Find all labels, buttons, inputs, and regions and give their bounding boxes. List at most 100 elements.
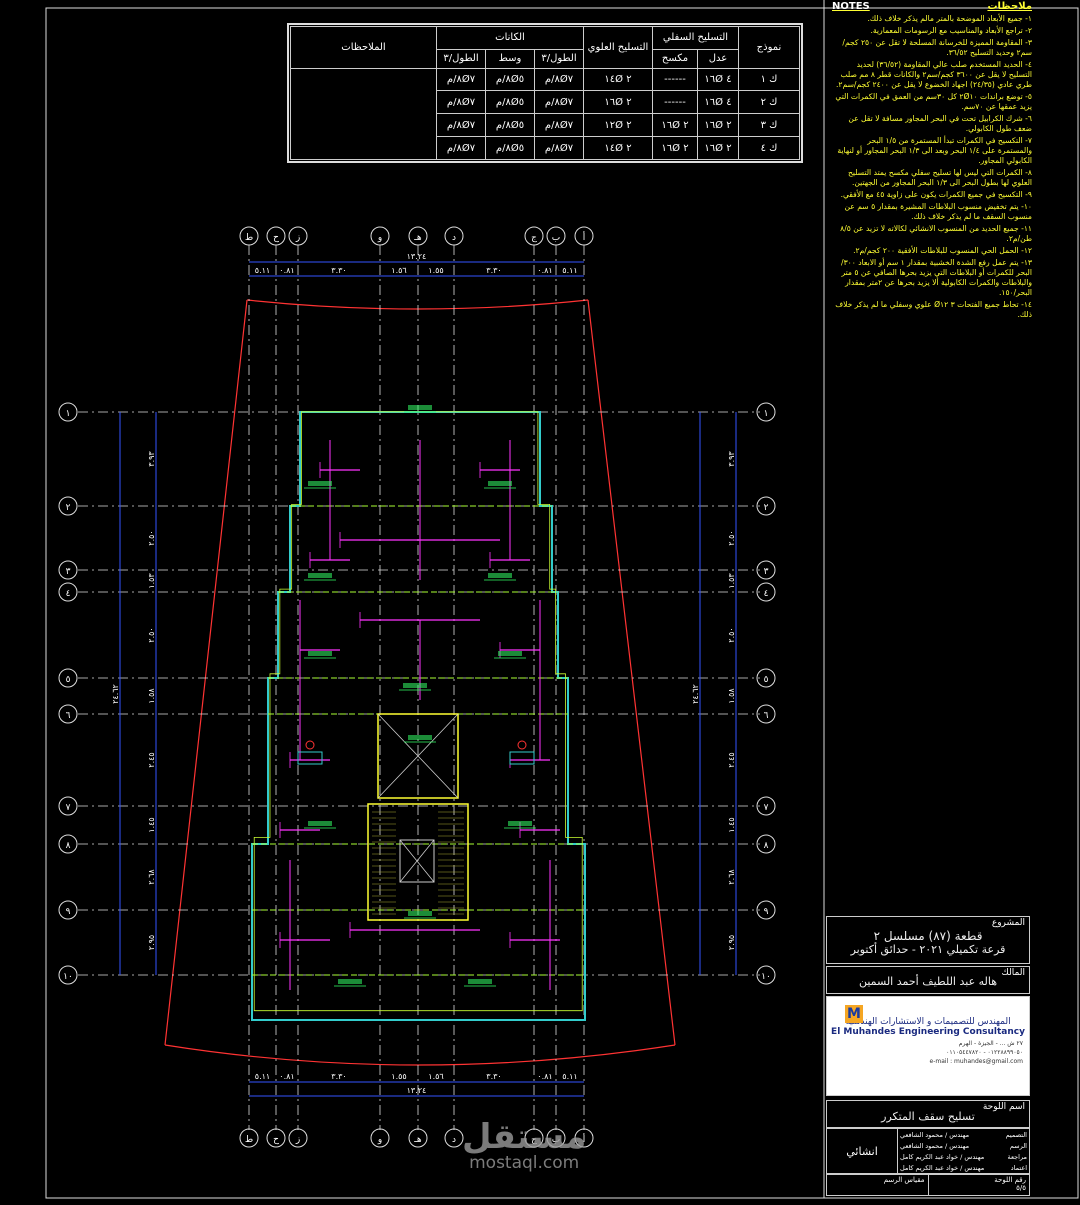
- side-dim-label: ١.٤٥: [147, 817, 156, 832]
- scale-label: مقياس الرسم: [827, 1175, 929, 1195]
- grid-col-bubble: [444, 226, 464, 246]
- col-len1: الطول/٣: [534, 48, 584, 69]
- rebar-tag: [338, 979, 362, 984]
- slab-outline: [251, 411, 586, 1021]
- grid-row-bubble: [58, 796, 78, 816]
- owner-label: المالك: [1001, 968, 1025, 978]
- grid-row-label: ٤: [764, 589, 769, 599]
- rebar-tag: [408, 405, 432, 410]
- role-name: مهندس / خواد عبد الكريم كامل: [900, 1153, 985, 1161]
- stair-core: [367, 803, 469, 921]
- dim-label: ٣.٣٠: [331, 1072, 346, 1081]
- dim-label: ٠.٨١: [279, 1072, 294, 1081]
- watermark: مستقل mostaql.com: [462, 1120, 586, 1172]
- elevator-cross: [377, 713, 459, 799]
- grid-row-bubble: [756, 834, 776, 854]
- sheet-no: ٥/٥: [1016, 1184, 1026, 1192]
- title-block-company: M المهندس للتصميمات و الاستشارات الهندسي…: [826, 996, 1030, 1096]
- grid-col-label: د: [452, 1135, 456, 1145]
- col-model: نموذج: [738, 26, 800, 69]
- side-dim-label: ٣.٩٣: [147, 451, 156, 467]
- grid-col-bubble: [408, 226, 428, 246]
- schedule-frame: [287, 23, 803, 163]
- col-bottom: التسليح السفلي: [652, 26, 739, 50]
- schedule-cell-top: ٢ ١٤Ø: [583, 67, 653, 92]
- schedule-cell-s3: ٨Ø٧/م: [436, 67, 486, 92]
- grid-row-bubble: [756, 900, 776, 920]
- schedule-cell-s3: ٨Ø٧/م: [436, 90, 486, 115]
- grid-row-label: ٧: [764, 803, 769, 813]
- note-item: ١٠- يتم تخفيض منسوب البلاطات المشيرة بمق…: [844, 202, 1033, 221]
- grid-col-label: ط: [245, 1135, 253, 1145]
- note-item: ٧- التكسيح في الكمرات تبدأ المستمرة من ١…: [837, 136, 1032, 165]
- col-bottom-straight: عدل: [697, 48, 739, 69]
- elevator-shaft: [377, 713, 459, 799]
- axis-side-lines: [164, 299, 676, 1046]
- sheet-no-label: رقم اللوحة: [994, 1176, 1026, 1184]
- side-dim-label: ١.٥٣: [147, 573, 156, 589]
- grid-col-bubble: [266, 1128, 286, 1148]
- dim-label: ١.٥٦: [391, 266, 406, 275]
- beam-schedule-table: نموذج التسليح السفلي التسليح العلوي الكا…: [290, 26, 800, 161]
- grid-col-bubble: [408, 1128, 428, 1148]
- grid-col-bubble: [239, 1128, 259, 1148]
- col-stirrups: الكانات: [436, 26, 584, 50]
- role-label: التصميم: [1005, 1131, 1027, 1139]
- watermark-en: mostaql.com: [469, 1153, 580, 1173]
- schedule-cell-bent: ------: [652, 67, 698, 92]
- grid-col-label: ز: [295, 1135, 300, 1145]
- role-label: مراجعة: [1007, 1153, 1027, 1161]
- grid-row-bubble: [58, 582, 78, 602]
- grid-col-label: ب: [552, 1135, 560, 1145]
- grid-row-label: ١: [764, 409, 769, 419]
- col-top: التسليح العلوي: [583, 26, 653, 69]
- side-dim-label: ٢.٦٨: [147, 869, 156, 885]
- grid-row-label: ٦: [764, 711, 769, 721]
- schedule-cell-s1: ٨Ø٧/م: [534, 113, 584, 138]
- grid-col-label: و: [377, 1135, 382, 1145]
- note-item: ١- جميع الأبعاد الموضحة بالمتر مالم يذكر…: [867, 14, 1032, 23]
- grid-col-label: أ: [583, 1133, 586, 1145]
- dim-label: ٥.١١: [562, 1072, 577, 1081]
- dim-label: ٥.١١: [255, 1072, 270, 1081]
- title-block-project: المشروع قطعة (٨٧) مسلسل ٢ قرعة تكميلي ٢٠…: [826, 916, 1030, 964]
- dim-total: ١٣.٢٤: [407, 252, 427, 261]
- company-name-en: El Muhandes Engineering Consultancy: [831, 1027, 1025, 1037]
- note-item: ٩- التكسيح في جميع الكمرات يكون على زاوي…: [840, 190, 1032, 199]
- grid-col-bubble: [524, 1128, 544, 1148]
- dim-label: ٥.١١: [562, 266, 577, 275]
- stair-void-cross: [399, 839, 435, 883]
- rebar-tag: [488, 481, 512, 486]
- note-item: ٣- المقاومة المميزة للخرسانة المسلحة لا …: [842, 38, 1032, 57]
- discipline: انشائي: [827, 1129, 898, 1173]
- company-contact: ٢٧ ش ... - الجيزة - الهرم: [958, 1040, 1023, 1047]
- grid-col-bubble: [370, 226, 390, 246]
- note-item: ٥- توضع براندات ٢Ø١٠ كل ٣٠سم من العمق في…: [835, 92, 1032, 111]
- shaft-block: [509, 751, 535, 765]
- note-item: ١٣- يتم عمل رفع الشدة الخشبية بمقدار ١ س…: [841, 258, 1032, 297]
- grid-row-bubble: [756, 402, 776, 422]
- drawing-frame: [45, 7, 1079, 1199]
- grid-col-bubble: [546, 1128, 566, 1148]
- dim-label: ٥.١١: [255, 266, 270, 275]
- grid-row-label: ١٠: [761, 972, 771, 982]
- schedule-cell-model: ك ٤: [738, 136, 800, 160]
- rebar-tag: [508, 821, 532, 826]
- notes-title-ar: ملاحظات: [987, 1, 1032, 12]
- grid-col-label: هـ: [413, 1135, 422, 1145]
- project-line2: قرعة تكميلي ٢٠٢١ - حدائق أكتوبر: [850, 943, 1006, 956]
- grid-row-bubble: [756, 796, 776, 816]
- grid-row-label: ٩: [764, 907, 769, 917]
- grid-row-label: ٣: [764, 567, 769, 577]
- grid-col-bubble: [288, 1128, 308, 1148]
- schedule-cell-bent: ------: [652, 90, 698, 115]
- side-dim-label: ١.٤٥: [727, 817, 736, 832]
- grid-row-label: ٢: [764, 503, 769, 513]
- role-row: مراجعة مهندس / خواد عبد الكريم كامل: [900, 1152, 1027, 1163]
- col-len2: الطول/٣: [436, 48, 486, 69]
- note-item: ٨- الكمرات التي ليس لها تسليح سفلي مكسح …: [847, 168, 1032, 187]
